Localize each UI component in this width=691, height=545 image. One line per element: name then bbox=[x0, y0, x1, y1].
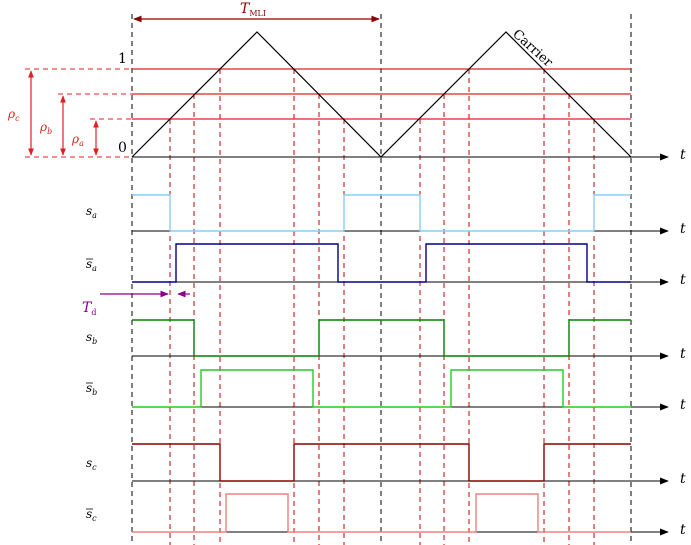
sb-waveform bbox=[132, 319, 631, 357]
signal-sb: t sb bbox=[86, 319, 686, 362]
level-one-label: 1 bbox=[118, 51, 127, 67]
sa-waveform bbox=[132, 194, 631, 232]
period-label: TMLI bbox=[240, 1, 266, 18]
sa-bar-waveform bbox=[132, 243, 631, 283]
deadtime-annotation: Td bbox=[82, 290, 190, 317]
sb-bar-waveform bbox=[132, 369, 631, 408]
time-axis-label: t bbox=[680, 522, 686, 538]
time-axis-label: t bbox=[680, 147, 686, 163]
signal-sc-bar: t sc bbox=[86, 493, 686, 538]
sb-bar-label: sb bbox=[86, 381, 97, 397]
sc-waveform bbox=[132, 443, 631, 482]
sc-bar-waveform bbox=[132, 493, 631, 533]
sa-bar-label: sa bbox=[86, 257, 97, 273]
rho-c-label: ρc bbox=[7, 107, 20, 123]
sc-bar-label: sc bbox=[86, 507, 97, 523]
time-axis-label: t bbox=[680, 397, 686, 413]
sa-label: sa bbox=[86, 204, 97, 220]
deadtime-label: Td bbox=[82, 300, 96, 317]
signal-sb-bar: t sb bbox=[86, 369, 686, 413]
level-zero-label: 0 bbox=[118, 140, 127, 156]
carrier-section: t Carrier bbox=[131, 27, 686, 163]
rho-b-label: ρb bbox=[39, 120, 52, 136]
rho-a-label: ρa bbox=[71, 132, 84, 148]
sb-label: sb bbox=[86, 330, 97, 346]
time-axis-label: t bbox=[680, 346, 686, 362]
period-boundaries bbox=[131, 14, 632, 545]
sc-label: sc bbox=[86, 456, 97, 472]
signal-sa: t sa bbox=[86, 194, 686, 237]
time-axis-label: t bbox=[680, 471, 686, 487]
carrier-waveform bbox=[131, 31, 632, 158]
reference-levels: ρc ρb ρa bbox=[7, 68, 631, 158]
signal-sc: t sc bbox=[86, 443, 686, 487]
period-annotation: TMLI bbox=[133, 1, 380, 23]
time-axis-label: t bbox=[680, 221, 686, 237]
carrier-label: Carrier bbox=[509, 27, 555, 71]
time-axis-label: t bbox=[680, 272, 686, 288]
signal-sa-bar: t sa bbox=[86, 243, 686, 288]
switching-guides bbox=[169, 69, 595, 545]
